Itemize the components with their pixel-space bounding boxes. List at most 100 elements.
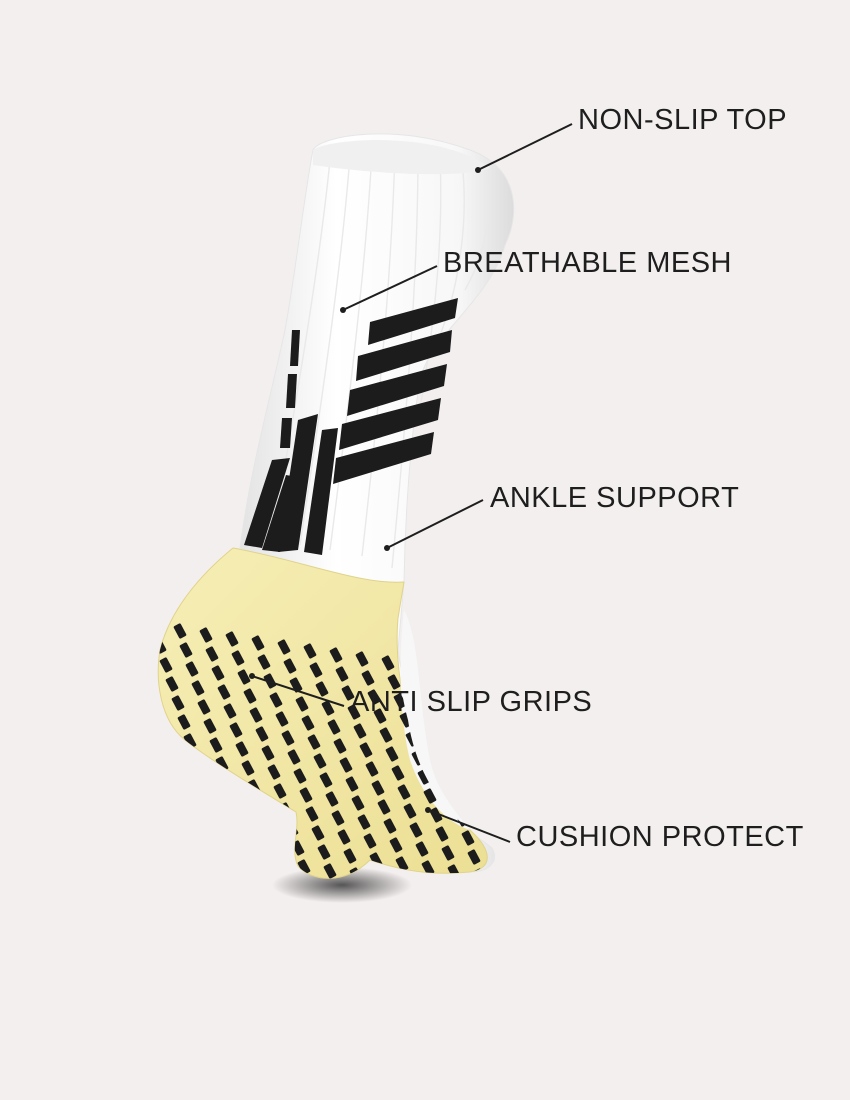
grip-dash	[289, 677, 303, 693]
grip-dash	[203, 718, 217, 734]
grip-dash	[185, 661, 199, 677]
grip-dash	[273, 783, 287, 799]
grip-dash	[231, 650, 245, 666]
grip-dash	[481, 815, 488, 831]
grip-dash	[387, 674, 401, 690]
grip-dash	[275, 711, 289, 727]
grip-dash	[269, 692, 283, 708]
grip-dash	[277, 639, 291, 655]
grip-dash	[211, 665, 225, 681]
grip-dash	[283, 658, 297, 674]
grip-dash	[461, 830, 475, 846]
grip-dash	[183, 733, 197, 749]
instep-patch	[400, 610, 470, 830]
grip-dash	[201, 790, 215, 806]
grip-dash	[243, 688, 257, 704]
grip-dash	[297, 859, 311, 875]
grip-dash	[307, 734, 321, 750]
grip-dash	[259, 817, 273, 833]
grip-dash	[391, 765, 405, 781]
grip-dash	[395, 856, 409, 872]
grip-dash	[467, 849, 481, 865]
leader-line-breathable-mesh	[342, 265, 438, 311]
grip-dash	[333, 738, 347, 754]
grip-dash	[315, 681, 329, 697]
grip-dash	[253, 798, 267, 814]
grip-dash	[179, 642, 193, 658]
grip-dash	[237, 669, 251, 685]
grip-dash	[293, 768, 307, 784]
grip-dash	[393, 693, 407, 709]
grip-dash	[377, 799, 391, 815]
grip-dash	[251, 870, 265, 879]
grip-dash	[241, 760, 255, 776]
grip-dash	[505, 891, 519, 907]
grip-dash	[361, 670, 375, 686]
grip-dash	[511, 910, 525, 926]
grip-dash	[239, 832, 253, 848]
grip-dash	[213, 828, 227, 844]
grip-dash	[313, 753, 327, 769]
grip-dash	[265, 836, 279, 852]
grip-dash	[267, 764, 281, 780]
grip-dash	[433, 663, 447, 679]
grip-dash	[191, 680, 205, 696]
grip-dash	[421, 860, 435, 876]
grip-dash	[255, 726, 269, 742]
callout-cushion-protect: CUSHION PROTECT	[516, 821, 804, 853]
grip-dash	[343, 848, 357, 864]
grip-dash	[311, 825, 325, 841]
grip-dash	[217, 684, 231, 700]
grip-dash	[383, 818, 397, 834]
grip-dash	[423, 788, 437, 804]
grip-dash	[317, 844, 331, 860]
grip-dash	[451, 720, 465, 736]
grip-dash	[347, 704, 361, 720]
leader-line-anti-slip-grips	[251, 675, 345, 707]
grip-dash	[303, 643, 317, 659]
grip-dash	[379, 727, 393, 743]
grip-dash	[351, 795, 365, 811]
grip-dash	[441, 845, 455, 861]
grip-dash	[223, 703, 237, 719]
grip-dash	[233, 813, 247, 829]
grip-dash	[225, 631, 239, 647]
grip-dash	[195, 771, 209, 787]
grip-dash	[469, 777, 483, 793]
grip-dash	[257, 654, 271, 670]
grip-dash	[305, 806, 319, 822]
grip-dash	[409, 822, 423, 838]
grip-dash	[357, 814, 371, 830]
grip-dash	[337, 829, 351, 845]
grip-dash	[319, 772, 333, 788]
grip-dash	[227, 794, 241, 810]
grip-dash	[158, 619, 161, 635]
grip-dash	[325, 791, 339, 807]
leader-line-ankle-support	[386, 499, 484, 549]
grip-dash	[363, 833, 377, 849]
grip-dash	[309, 662, 323, 678]
grip-dash	[219, 847, 233, 863]
grip-dash	[331, 810, 345, 826]
grip-dash	[251, 635, 265, 651]
grip-dash	[229, 722, 243, 738]
grip-dash	[365, 761, 379, 777]
grip-dash	[433, 898, 447, 914]
grip-dash	[189, 752, 203, 768]
grip-dash	[425, 716, 439, 732]
grip-dash	[485, 906, 499, 922]
grip-dash	[367, 689, 381, 705]
grip-dash	[301, 715, 315, 731]
grip-dash	[199, 627, 213, 643]
grip-dash	[417, 769, 431, 785]
grip-dash	[493, 853, 507, 869]
grip-dash	[287, 749, 301, 765]
grip-dash	[381, 655, 395, 671]
grip-dash	[403, 803, 417, 819]
grip-dash	[159, 657, 173, 673]
grip-dash	[299, 787, 313, 803]
grip-dash	[321, 700, 335, 716]
grip-dash	[475, 796, 488, 812]
grip-dash	[177, 714, 191, 730]
